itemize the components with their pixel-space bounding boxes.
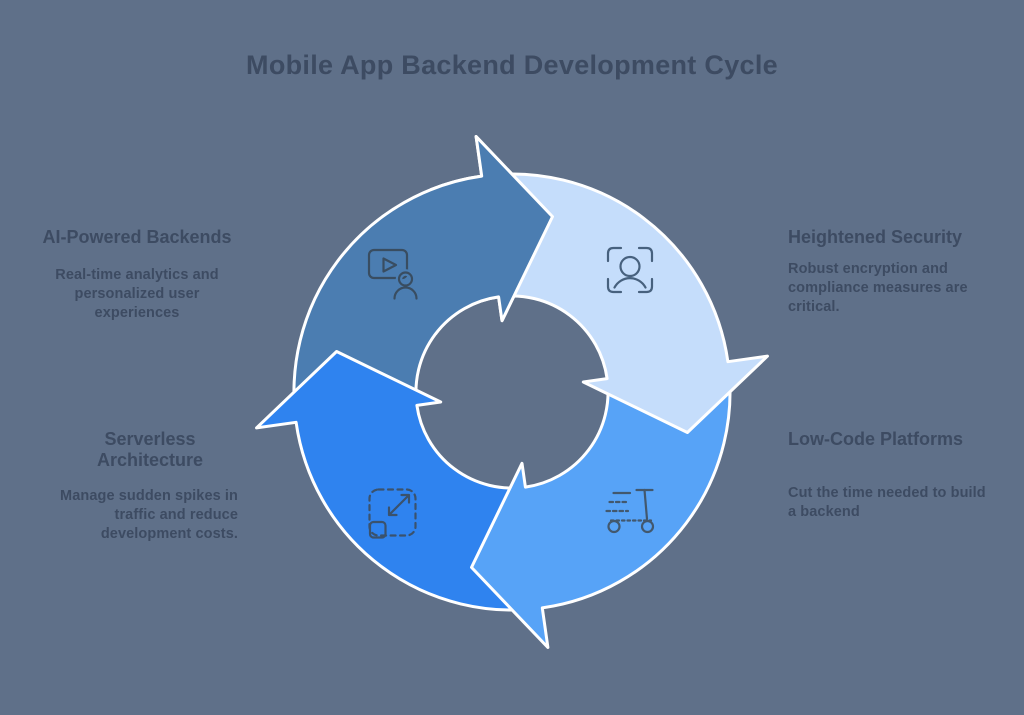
body-low-code-platforms: Cut the time needed to build a backend [788, 485, 986, 520]
heading-low-code-platforms: Low-Code Platforms [788, 429, 964, 449]
body-ai-powered-backends: Real-time analytics and personalized use… [55, 267, 219, 321]
scale-expand-icon [368, 488, 417, 539]
scooter-icon [605, 488, 655, 534]
body-heightened-security: Robust encryption and compliance measure… [788, 261, 968, 315]
heading-heightened-security: Heightened Security [788, 227, 963, 247]
face-scan-icon [606, 246, 654, 294]
body-serverless-architecture: Manage sudden spikes in traffic and redu… [60, 488, 238, 542]
video-presenter-icon [367, 248, 420, 302]
heading-serverless-architecture: Serverless Architecture [96, 429, 204, 471]
heading-ai-powered-backends: AI-Powered Backends [42, 227, 232, 247]
page-title: Mobile App Backend Development Cycle [246, 50, 778, 80]
